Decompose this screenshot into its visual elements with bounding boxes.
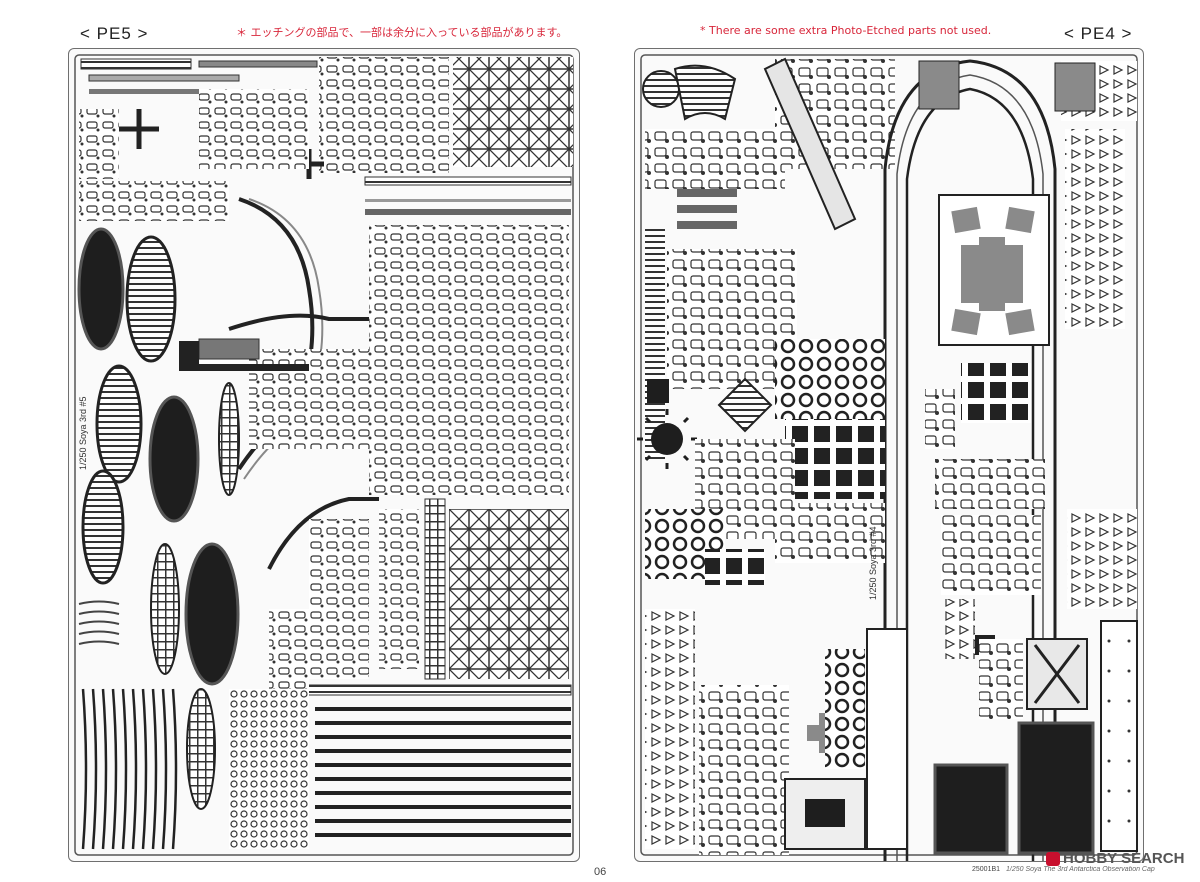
extra-parts-note-english: * There are some extra Photo-Etched part… [700, 24, 992, 37]
pe4-sheet-label: < PE4 > [1064, 24, 1133, 43]
pe4-photo-etched-fret [634, 48, 1144, 862]
catalog-code: 25001B1 [972, 866, 1001, 873]
pe4-sheet-id-text: 1/250 Soya 3rd #4 [868, 526, 878, 600]
pe5-photo-etched-fret [68, 48, 580, 862]
pe5-sheet-id-text: 1/250 Soya 3rd #5 [78, 396, 88, 470]
page-number: 06 [594, 866, 607, 878]
hobby-search-watermark: HOBBY SEARCH [1046, 850, 1184, 867]
extra-parts-note-japanese: ＊ エッチングの部品で、一部は余分に入っている部品があります。 [236, 26, 568, 39]
pe5-parts-drawing [74, 54, 574, 856]
pe5-sheet-label: < PE5 > [80, 24, 149, 43]
product-title: 1/250 Soya The 3rd Antarctica Observatio… [1006, 866, 1155, 873]
hobby-search-logo-icon [1046, 851, 1060, 866]
pe4-parts-drawing [637, 54, 1138, 861]
watermark-text: HOBBY SEARCH [1063, 850, 1185, 867]
